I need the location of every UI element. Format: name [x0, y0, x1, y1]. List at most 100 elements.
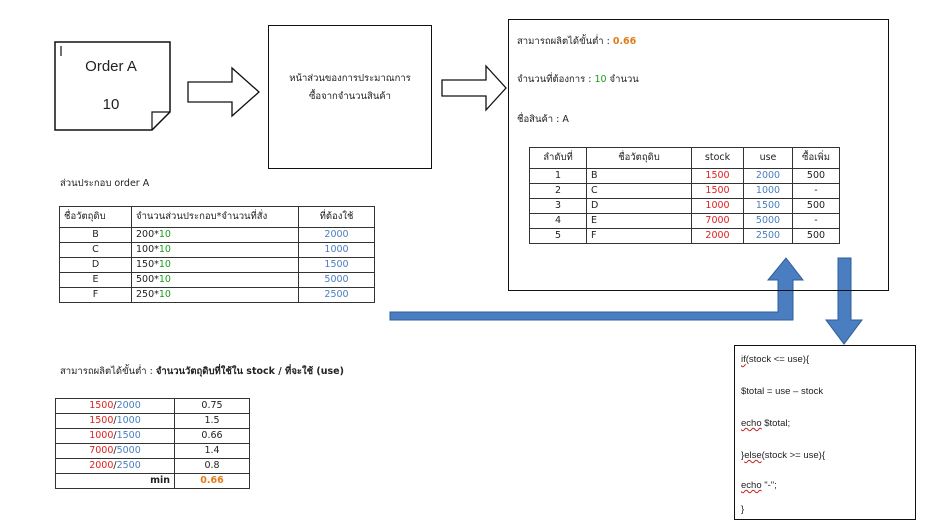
- row-name: B: [586, 168, 692, 184]
- part-base: 150*: [136, 259, 159, 270]
- ratio-use: 1000: [116, 415, 141, 426]
- parts-table: ชื่อวัตถุดิบ จำนวนส่วนประกอบ*จำนวนที่สั่…: [59, 206, 375, 303]
- result-min-line: สามารถผลิตได้ขั้นต่ำ : 0.66: [517, 34, 636, 49]
- ratio-value: 0.66: [174, 428, 250, 444]
- ratio-expr: 2000/2500: [55, 458, 175, 474]
- table-row: 4 E 7000 5000 -: [529, 213, 840, 229]
- table-row: 1000/1500 0.66: [55, 428, 250, 444]
- purchase-table: ลำดับที่ ชื่อวัตถุดิบ stock use ซื้อเพิ่…: [529, 147, 840, 244]
- part-name: F: [59, 287, 132, 303]
- blue-connector-arrow: [389, 257, 805, 321]
- col-header: จำนวนส่วนประกอบ*จำนวนที่สั่ง: [131, 206, 299, 228]
- code-keyword: if: [741, 354, 746, 365]
- row-no: 5: [529, 228, 587, 244]
- order-quantity: 10: [102, 96, 120, 113]
- ratio-expr: 1500/2000: [55, 398, 175, 414]
- result-need-value: 10: [594, 74, 607, 85]
- code-text: "-";: [761, 480, 777, 491]
- parts-table-header: ชื่อวัตถุดิบ จำนวนส่วนประกอบ*จำนวนที่สั่…: [59, 206, 375, 228]
- part-base: 250*: [136, 289, 159, 300]
- part-formula: 150*10: [131, 257, 299, 273]
- part-formula: 100*10: [131, 242, 299, 258]
- estimation-line-2: ซื้อจากจำนวนสินค้า: [308, 91, 391, 102]
- outline-arrow-1: [187, 66, 260, 118]
- ratio-table: 1500/2000 0.75 1500/1000 1.5 1000/1500 0…: [55, 398, 250, 489]
- part-name: C: [59, 242, 132, 258]
- part-formula: 200*10: [131, 227, 299, 243]
- col-header: ที่ต้องใช้: [298, 206, 375, 228]
- table-row: 1500/2000 0.75: [55, 398, 250, 414]
- row-buy: 500: [792, 198, 840, 214]
- part-need: 2500: [298, 287, 375, 303]
- code-keyword: else: [744, 450, 762, 461]
- table-row: 1 B 1500 2000 500: [529, 168, 840, 184]
- table-row: 5 F 2000 2500 500: [529, 228, 840, 244]
- code-text: }: [741, 450, 745, 461]
- code-line-3: echo $total;: [741, 418, 790, 429]
- table-row: 3 D 1000 1500 500: [529, 198, 840, 214]
- part-mult: 10: [158, 244, 171, 255]
- row-buy: -: [792, 183, 840, 199]
- part-need: 5000: [298, 272, 375, 288]
- part-need: 1000: [298, 242, 375, 258]
- ratio-stock: 1500: [89, 400, 114, 411]
- part-base: 100*: [136, 244, 159, 255]
- row-name: C: [586, 183, 692, 199]
- row-name: F: [586, 228, 692, 244]
- row-use: 1000: [743, 183, 793, 199]
- outline-arrow-2: [441, 64, 507, 112]
- part-mult: 10: [158, 274, 171, 285]
- row-use: 5000: [743, 213, 793, 229]
- blue-down-arrow: [825, 257, 863, 345]
- part-mult: 10: [158, 259, 171, 270]
- row-buy: 500: [792, 168, 840, 184]
- row-name: D: [586, 198, 692, 214]
- part-name: B: [59, 227, 132, 243]
- row-no: 3: [529, 198, 587, 214]
- part-formula: 500*10: [131, 272, 299, 288]
- table-row: 2 C 1500 1000 -: [529, 183, 840, 199]
- ratio-use: 5000: [116, 445, 141, 456]
- row-use: 1500: [743, 198, 793, 214]
- ratio-stock: 2000: [89, 460, 114, 471]
- result-need-unit: จำนวน: [606, 74, 639, 85]
- min-calc-label: สามารถผลิตได้ขั้นต่ำ :: [60, 366, 156, 377]
- ratio-expr: 7000/5000: [55, 443, 175, 459]
- table-row: D 150*10 1500: [59, 257, 375, 273]
- table-row: B 200*10 2000: [59, 227, 375, 243]
- result-need-line: จำนวนที่ต้องการ : 10 จำนวน: [517, 72, 639, 87]
- table-row: E 500*10 5000: [59, 272, 375, 288]
- ratio-use: 2000: [116, 400, 141, 411]
- col-header: ชื่อวัตถุดิบ: [59, 206, 132, 228]
- part-mult: 10: [158, 289, 171, 300]
- ratio-stock: 1000: [89, 430, 114, 441]
- code-line-5: echo "-";: [741, 480, 777, 491]
- col-header: ลำดับที่: [529, 147, 587, 169]
- ratio-stock: 7000: [89, 445, 114, 456]
- code-text: (stock >= use){: [761, 450, 825, 461]
- code-line-1: if(stock <= use){: [741, 354, 809, 365]
- code-line-2: $total = use – stock: [741, 386, 824, 397]
- result-min-label: สามารถผลิตได้ขั้นต่ำ :: [517, 36, 613, 47]
- ratio-value: 1.4: [174, 443, 250, 459]
- col-header: ชื่อวัตถุดิบ: [586, 147, 692, 169]
- order-note: Order A 10: [55, 42, 170, 130]
- table-row: 7000/5000 1.4: [55, 443, 250, 459]
- ratio-expr: 1500/1000: [55, 413, 175, 429]
- min-value: 0.66: [174, 473, 250, 489]
- part-name: D: [59, 257, 132, 273]
- ratio-use: 2500: [116, 460, 141, 471]
- table-row: F 250*10 2500: [59, 287, 375, 303]
- code-line-4: }else(stock >= use){: [741, 450, 825, 461]
- col-header: use: [743, 147, 793, 169]
- code-line-6: }: [741, 504, 745, 515]
- purchase-table-header: ลำดับที่ ชื่อวัตถุดิบ stock use ซื้อเพิ่…: [529, 147, 840, 169]
- part-formula: 250*10: [131, 287, 299, 303]
- code-text: $total;: [761, 418, 791, 429]
- order-note-shape: [54, 41, 171, 131]
- parts-title: ส่วนประกอบ order A: [60, 178, 150, 189]
- row-name: E: [586, 213, 692, 229]
- ratio-expr: 1000/1500: [55, 428, 175, 444]
- result-box: สามารถผลิตได้ขั้นต่ำ : 0.66 จำนวนที่ต้อง…: [508, 19, 889, 291]
- table-row: 1500/1000 1.5: [55, 413, 250, 429]
